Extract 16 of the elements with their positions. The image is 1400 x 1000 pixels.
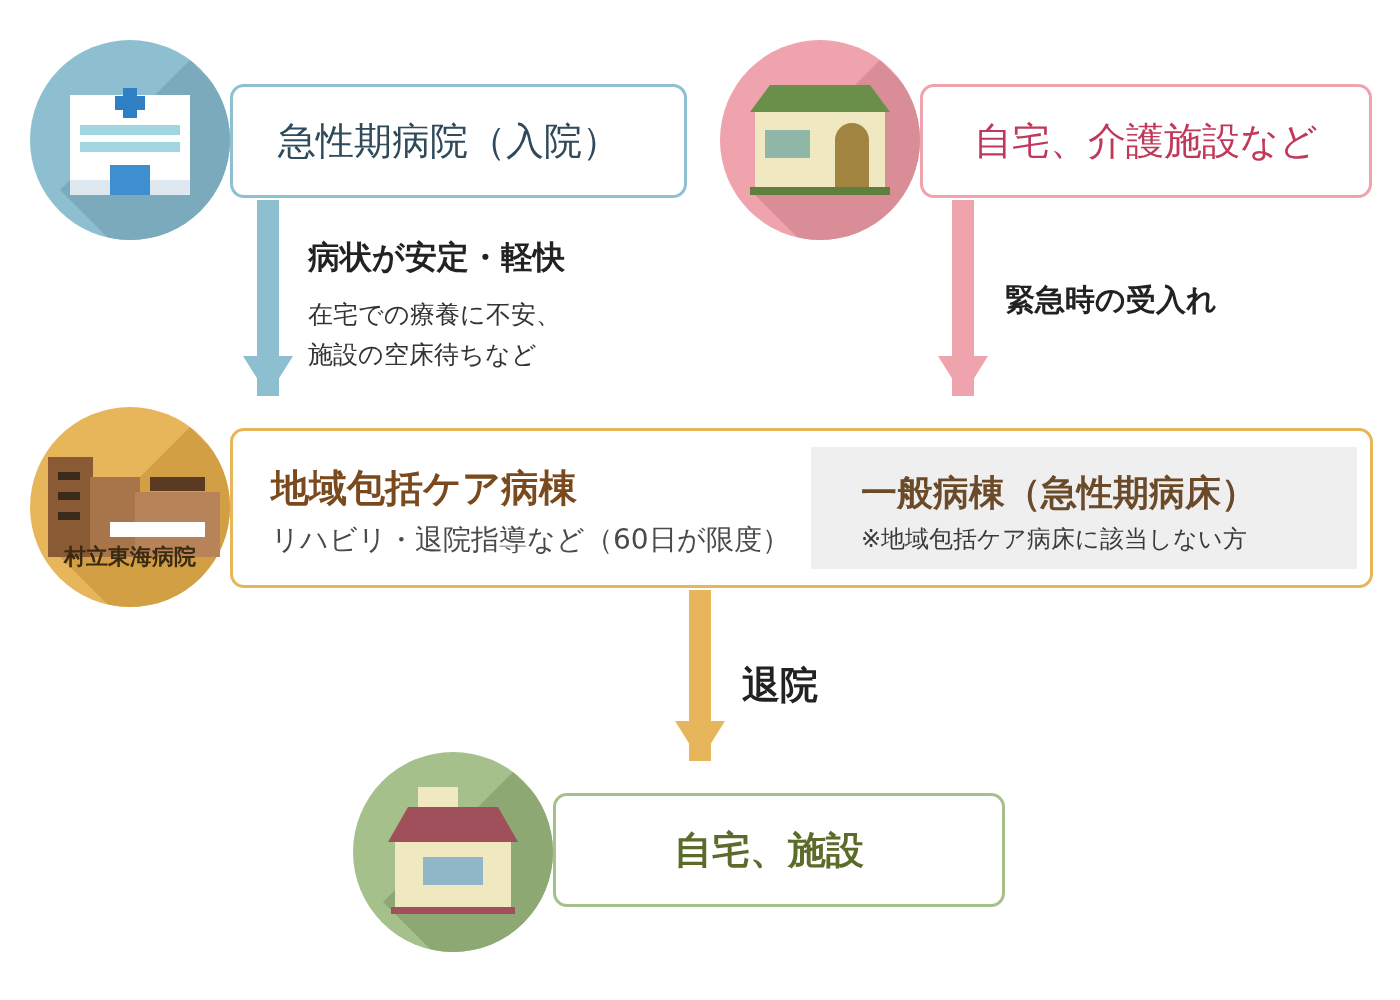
place-box bbox=[553, 793, 1005, 907]
hospital-name: 村立東海病院 bbox=[64, 543, 196, 572]
box-heading: 自宅、介護施設など bbox=[974, 117, 1318, 165]
box-heading: 地域包括ケア病棟 bbox=[271, 465, 577, 512]
place-box bbox=[230, 84, 687, 198]
box-note: リハビリ・退院指導など（60日が限度） bbox=[271, 522, 790, 558]
arrow bbox=[675, 590, 725, 761]
box-note: ※地域包括ケア病床に該当しない方 bbox=[861, 524, 1248, 555]
box-heading: 急性期病院（入院） bbox=[277, 117, 620, 165]
note-text: 在宅での療養に不安、施設の空床待ちなど bbox=[308, 299, 562, 371]
place-box bbox=[920, 84, 1372, 198]
box-heading: 一般病棟（急性期病床） bbox=[861, 471, 1257, 515]
ward-band bbox=[230, 428, 1373, 588]
box-heading: 自宅、施設 bbox=[674, 826, 864, 874]
arrow bbox=[938, 200, 988, 396]
arrow bbox=[243, 200, 293, 396]
